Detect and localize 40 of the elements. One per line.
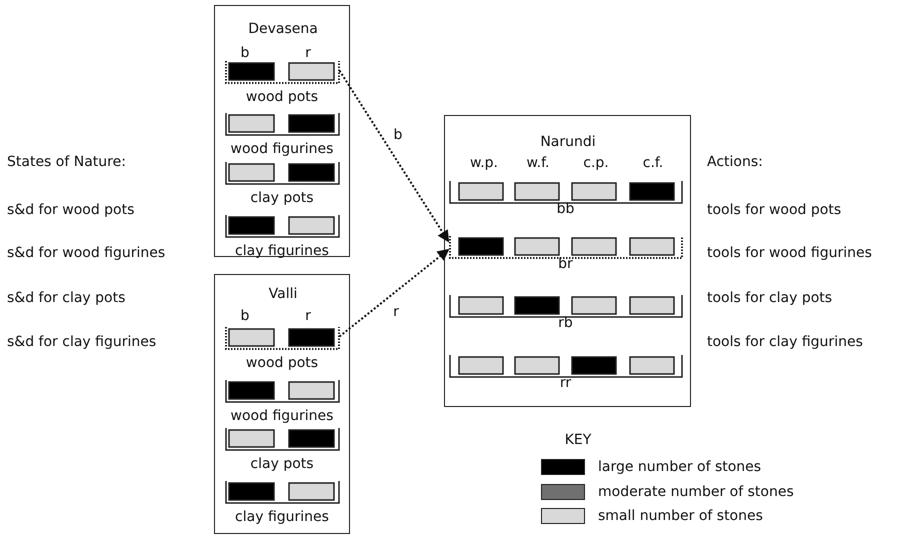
panel-title: Devasena: [248, 20, 318, 38]
row-label: wood figurines: [230, 406, 334, 424]
row-label: rr: [560, 374, 572, 392]
annotation-text: s&d for clay figurines: [7, 333, 156, 351]
annotation-text: tools for wood figurines: [707, 244, 872, 262]
row-label: wood pots: [246, 88, 318, 106]
annotation-text: tools for clay pots: [707, 289, 832, 307]
column-header: b: [240, 307, 250, 325]
panel-title: Narundi: [540, 133, 596, 151]
legend-title: KEY: [564, 431, 592, 449]
panel-box: [214, 274, 350, 534]
annotation-text: tools for wood pots: [707, 201, 842, 219]
column-header: c.p.: [583, 154, 609, 172]
column-header: r: [305, 44, 311, 62]
column-header: w.f.: [526, 154, 550, 172]
legend-label: moderate number of stones: [598, 482, 794, 500]
row-label: clay pots: [250, 188, 314, 206]
legend-label: small number of stones: [598, 507, 763, 525]
row-label: br: [558, 254, 573, 272]
row-label: clay figurines: [235, 242, 329, 260]
annotation-text: s&d for wood figurines: [7, 244, 166, 262]
annotation-text: Actions:: [707, 153, 763, 171]
legend-label: large number of stones: [598, 458, 762, 476]
column-header: w.p.: [470, 154, 498, 172]
column-header: b: [240, 44, 250, 62]
annotation-text: s&d for clay pots: [7, 289, 126, 307]
row-label: wood pots: [246, 354, 318, 372]
row-label: rb: [558, 314, 573, 332]
column-header: r: [305, 307, 311, 325]
row-label: clay figurines: [235, 508, 329, 526]
row-label: bb: [556, 200, 574, 218]
panel-box: [214, 5, 350, 257]
annotation-text: States of Nature:: [7, 153, 126, 171]
panel-box: [444, 115, 691, 407]
annotation-text: tools for clay figurines: [707, 333, 863, 351]
column-header: c.f.: [642, 154, 664, 172]
row-label: wood figurines: [230, 140, 334, 158]
row-label: clay pots: [250, 454, 314, 472]
panel-title: Valli: [268, 285, 298, 303]
annotation-text: s&d for wood pots: [7, 201, 134, 219]
